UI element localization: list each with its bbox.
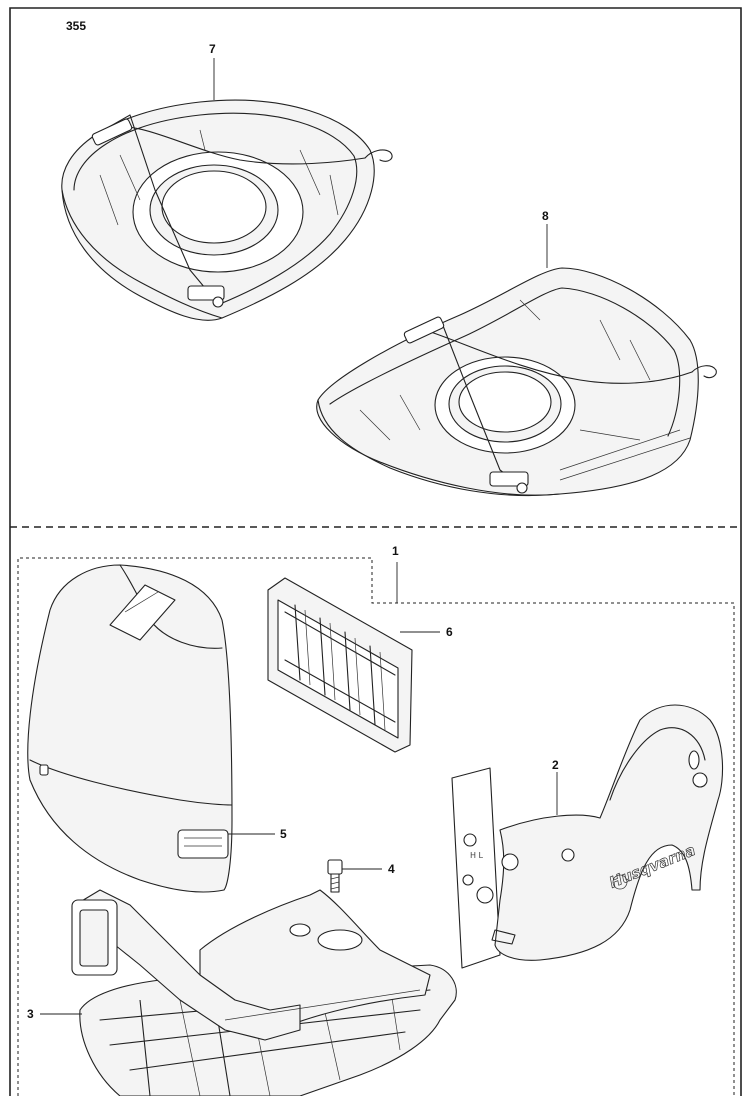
callout-6: 6 — [446, 625, 453, 639]
callout-4: 4 — [388, 862, 395, 876]
part-2-side-cover: H L Husqvarna — [451, 704, 724, 969]
callout-3: 3 — [27, 1007, 34, 1021]
part-8-triangular-guard — [316, 267, 717, 497]
part-3-filter-base — [71, 889, 457, 1096]
kit-1-outline — [17, 557, 735, 1096]
part-4-screw — [327, 859, 343, 893]
callout-1: 1 — [392, 544, 399, 558]
callout-7: 7 — [209, 42, 216, 56]
page-number: 355 — [66, 19, 86, 33]
callout-8: 8 — [542, 209, 549, 223]
switch-marks: H L — [470, 851, 484, 860]
callout-5: 5 — [280, 827, 287, 841]
part-6-air-filter — [267, 577, 413, 753]
sheet-frame — [9, 7, 742, 1096]
part-5-filter-cover — [27, 564, 233, 893]
part-7-round-guard — [61, 99, 393, 321]
callout-2: 2 — [552, 758, 559, 772]
